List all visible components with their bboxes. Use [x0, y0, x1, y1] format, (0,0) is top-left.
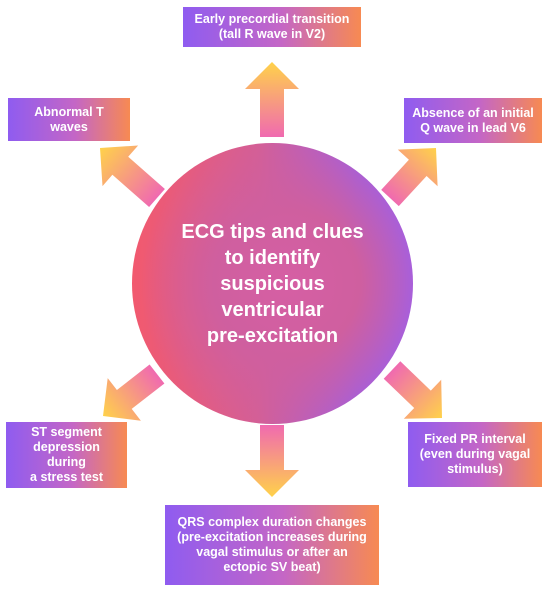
- box-abnormal-t-waves: Abnormal T waves: [8, 98, 130, 141]
- box-fixed-pr-interval: Fixed PR interval (even during vagal sti…: [408, 422, 542, 487]
- arrow-down: [245, 425, 299, 497]
- box-st-segment-depression: ST segment depression during a stress te…: [6, 422, 127, 488]
- box-absence-initial-q-wave: Absence of an initial Q wave in lead V6: [404, 98, 542, 143]
- arrow-up: [245, 62, 299, 137]
- arrow-down-right: [383, 361, 442, 419]
- box-text: QRS complex duration changes (pre-excita…: [177, 515, 367, 574]
- arrow-up-left: [100, 145, 165, 207]
- box-text: ST segment depression during a stress te…: [30, 425, 103, 484]
- box-qrs-duration-changes: QRS complex duration changes (pre-excita…: [165, 505, 379, 585]
- box-early-precordial-transition: Early precordial transition (tall R wave…: [183, 7, 361, 47]
- box-text: Absence of an initial Q wave in lead V6: [412, 105, 534, 135]
- box-text: Early precordial transition (tall R wave…: [194, 12, 350, 41]
- arrow-up-right: [381, 148, 438, 207]
- arrow-down-left: [103, 364, 165, 421]
- box-text: Fixed PR interval (even during vagal sti…: [419, 432, 531, 476]
- hub-title: ECG tips and clues to identify suspiciou…: [181, 220, 364, 347]
- box-text: Abnormal T waves: [34, 104, 104, 134]
- central-circle: ECG tips and clues to identify suspiciou…: [132, 143, 413, 424]
